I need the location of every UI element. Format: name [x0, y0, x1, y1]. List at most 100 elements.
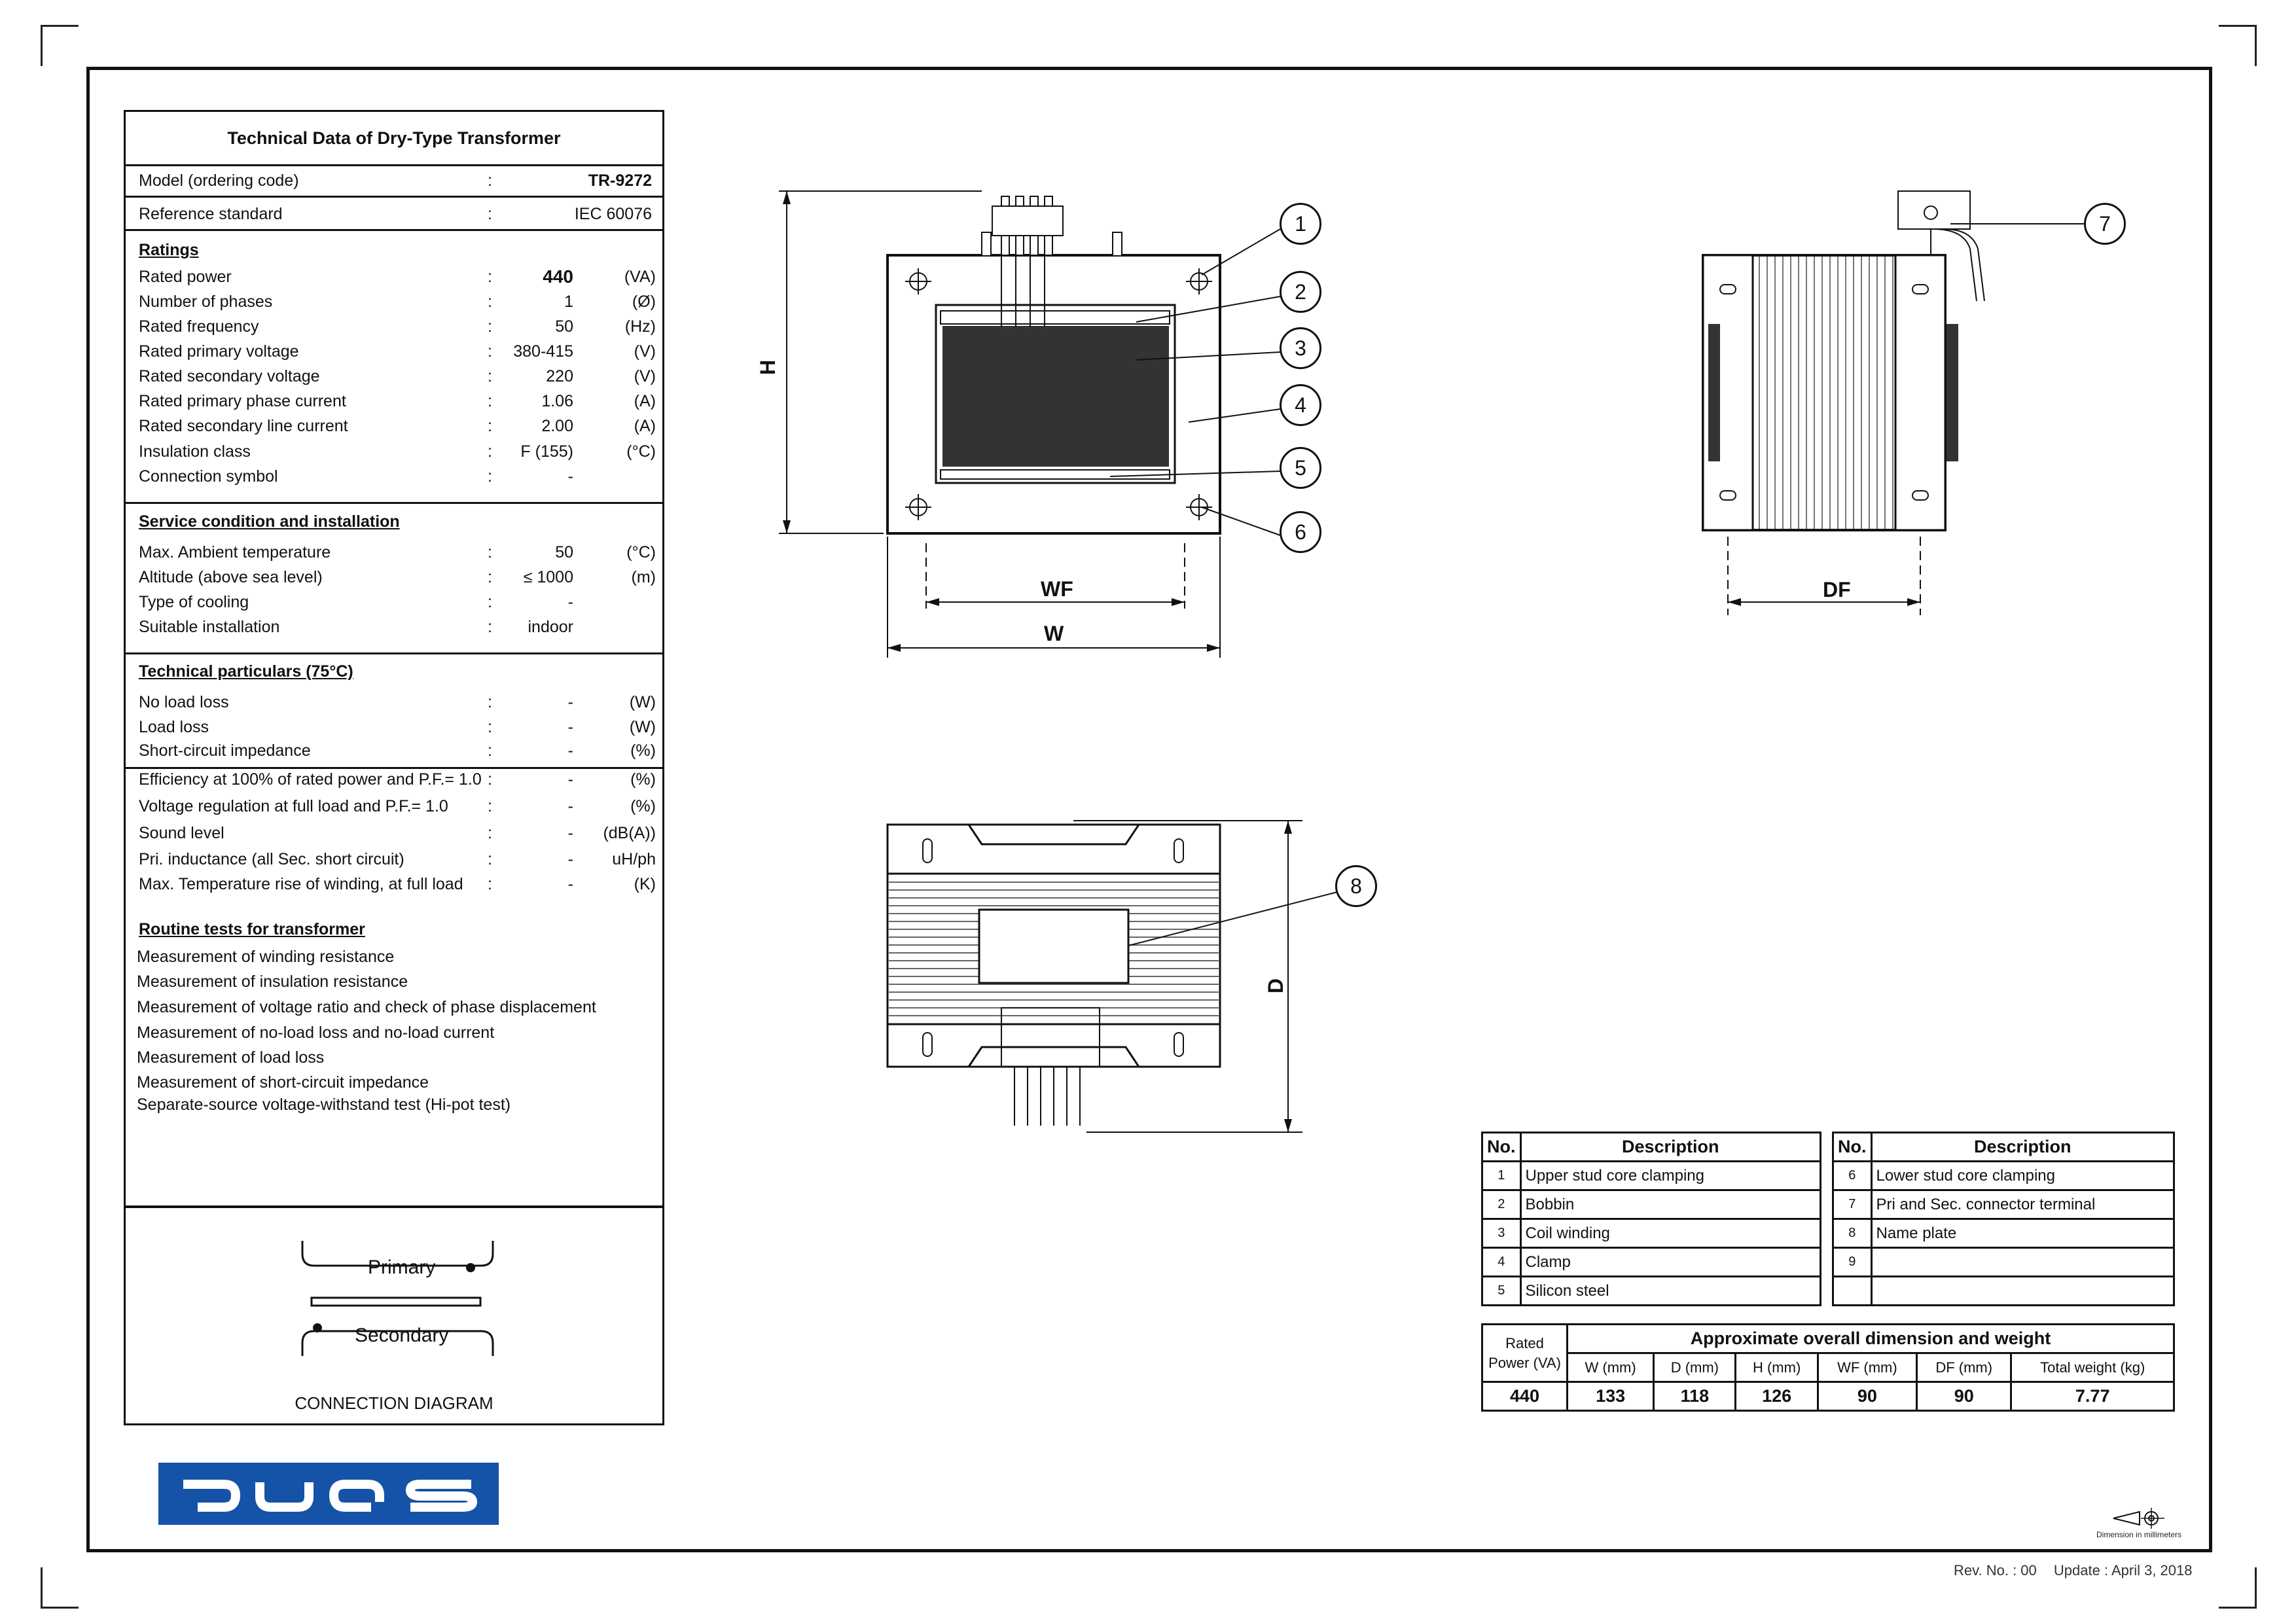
part-desc: Lower stud core clamping: [1870, 1160, 2175, 1191]
technical-row: Load loss:-(W): [126, 718, 662, 749]
technical-label: Voltage regulation at full load and P.F.…: [139, 797, 448, 815]
rating-row: Rated secondary voltage: 220 (V): [126, 367, 662, 399]
parts-header-no: No.: [1832, 1132, 1873, 1162]
service-row: Suitable installation:indoor: [126, 618, 662, 649]
technical-row: Short-circuit impedance:-(%): [126, 741, 662, 773]
colon: :: [488, 205, 492, 223]
technical-row: Max. Temperature rise of winding, at ful…: [126, 875, 662, 906]
technical-label: No load loss: [139, 693, 229, 711]
part-no: 2: [1481, 1189, 1522, 1220]
front-view-drawing: [779, 190, 1281, 658]
colon: :: [488, 770, 492, 789]
rating-row: Rated power:440(VA): [126, 266, 662, 299]
colon: :: [488, 442, 492, 461]
colon: :: [488, 797, 492, 815]
technical-value: -: [567, 741, 573, 760]
colon: :: [488, 293, 492, 311]
technical-value: -: [567, 850, 573, 868]
colon: :: [488, 367, 492, 385]
technical-value: -: [567, 797, 573, 815]
rating-unit: (A): [634, 392, 656, 410]
rating-unit: (Hz): [624, 317, 656, 336]
part-desc: Name plate: [1870, 1218, 2175, 1249]
technical-row: Pri. inductance (all Sec. short circuit)…: [126, 850, 662, 882]
technical-label: Short-circuit impedance: [139, 741, 311, 760]
technical-unit: uH/ph: [612, 850, 656, 868]
technical-row: Efficiency at 100% of rated power and P.…: [126, 770, 662, 802]
callout-8: 8: [1335, 865, 1377, 907]
dim-label-h: H: [756, 359, 780, 376]
dimension-note: Dimension in millimeters: [2096, 1530, 2182, 1539]
routine-heading: Routine tests for transformer: [139, 920, 365, 938]
rating-unit: (V): [634, 367, 656, 385]
connection-symbol: [301, 1241, 494, 1356]
technical-row: No load loss:-(W): [126, 693, 662, 724]
technical-data-table: Technical Data of Dry-Type Transformer M…: [124, 110, 664, 893]
rating-label: Rated power: [139, 268, 232, 286]
rating-label: Rated secondary voltage: [139, 367, 320, 385]
core-laminations: [1759, 257, 1893, 529]
colon: :: [488, 317, 492, 336]
column-header: Total weight (kg): [2010, 1352, 2175, 1383]
rated-power-header: Rated Power (VA): [1481, 1323, 1568, 1383]
colon: :: [488, 824, 492, 842]
company-logo: [158, 1463, 499, 1525]
crop-mark-tl: [41, 25, 79, 66]
technical-value: -: [567, 693, 573, 711]
service-unit: (m): [631, 568, 656, 586]
rating-value: 380-415: [513, 342, 573, 361]
colon: :: [488, 467, 492, 486]
service-label: Suitable installation: [139, 618, 280, 636]
rating-label: Rated frequency: [139, 317, 259, 336]
rating-value: 220: [546, 367, 573, 385]
colon: :: [488, 850, 492, 868]
table-row: 440 133 118 126 90 90 7.77: [1481, 1381, 2175, 1412]
technical-row: Sound level:-(dB(A)): [126, 824, 662, 855]
crop-mark-bl: [41, 1567, 79, 1609]
part-desc: Pri and Sec. connector terminal: [1870, 1189, 2175, 1220]
connection-diagram: Primary Secondary CONNECTION DIAGRAM: [124, 1206, 664, 1425]
part-no: 7: [1832, 1189, 1873, 1220]
projection-symbol-icon: [2113, 1508, 2164, 1529]
rating-row: Rated secondary line current:2.00(A): [126, 417, 662, 448]
revision-number: Rev. No. : 00: [1954, 1562, 2037, 1578]
service-value: indoor: [528, 618, 574, 636]
parts-header-no: No.: [1481, 1132, 1522, 1162]
column-header: H (mm): [1734, 1352, 1819, 1383]
model-label: Model (ordering code): [139, 171, 299, 190]
colon: :: [488, 543, 492, 562]
technical-row: Voltage regulation at full load and P.F.…: [126, 797, 662, 829]
divider: [126, 502, 662, 504]
part-no: [1832, 1275, 1873, 1306]
service-value: 50: [555, 543, 573, 562]
rating-label: Insulation class: [139, 442, 251, 461]
rating-value: 440: [543, 266, 573, 287]
logo-mark: [183, 1480, 478, 1512]
routine-item: Measurement of no-load loss and no-load …: [137, 1024, 495, 1042]
callout-6: 6: [1280, 511, 1321, 553]
rating-unit: (Ø): [632, 293, 656, 311]
service-heading: Service condition and installation: [139, 512, 400, 531]
colon: :: [488, 171, 492, 190]
technical-label: Load loss: [139, 718, 209, 736]
callout-1: 1: [1280, 203, 1321, 245]
ratings-heading: Ratings: [139, 241, 199, 259]
rating-row: Number of phases:1(Ø): [126, 293, 662, 324]
technical-label: Max. Temperature rise of winding, at ful…: [139, 875, 463, 893]
dim-label-df: DF: [1823, 578, 1851, 601]
dim-label-d: D: [1264, 978, 1288, 994]
divider: [126, 652, 662, 654]
rating-row: Connection symbol:-: [126, 467, 662, 499]
callout-4: 4: [1280, 384, 1321, 426]
rating-row: Insulation class:F (155)(°C): [126, 442, 662, 474]
callout-5: 5: [1280, 447, 1321, 489]
part-desc: Upper stud core clamping: [1519, 1160, 1821, 1191]
rating-value: 1.06: [541, 392, 573, 410]
dimension-value: 90: [1816, 1381, 1918, 1412]
